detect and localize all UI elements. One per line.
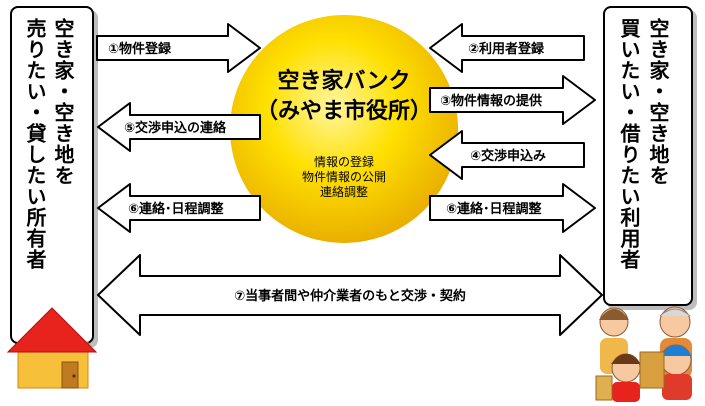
house-icon: [6, 307, 98, 389]
arrow-4-shape: [429, 130, 585, 180]
family-icon: [595, 306, 692, 402]
bank-desc-2: 物件情報の公開: [302, 170, 386, 184]
user-label-col1: 空き家・空き地を: [646, 18, 670, 186]
arrow-5-label: ⑤交渉申込の連絡: [124, 120, 227, 136]
arrow-7-label: ⑦当事者間や仲介業者のもと交渉・契約: [234, 288, 466, 304]
owner-label-col1: 空き家・空き地を: [51, 18, 75, 186]
arrow-6-left-label: ⑥連絡･日程調整: [128, 201, 225, 217]
arrow-4-label: ④交渉申込み: [470, 148, 546, 164]
arrow-6-left-shape: [97, 183, 261, 233]
arrow-3-label: ③物件情報の提供: [440, 93, 542, 109]
akiya-bank-circle: [230, 15, 458, 243]
arrow-1-label: ①物件登録: [108, 41, 172, 57]
arrow-6-right-shape: [429, 183, 596, 233]
bank-title: 空き家バンク: [277, 68, 410, 94]
owner-box: [10, 6, 94, 344]
user-label-col2: 買いたい・借りたい利用者: [617, 18, 641, 270]
arrow-2-shape: [429, 23, 585, 73]
arrow-2-label: ②利用者登録: [468, 41, 545, 57]
arrow-5-shape: [97, 102, 261, 152]
arrow-1-shape: [96, 23, 261, 73]
user-box: [603, 6, 693, 306]
bank-desc-1: 情報の登録: [314, 154, 374, 169]
bank-subtitle: （みやま市役所）: [256, 98, 432, 124]
arrow-3-shape: [429, 75, 596, 125]
arrow-6-right-label: ⑥連絡･日程調整: [446, 201, 543, 217]
owner-label-col2: 売りたい・貸したい所有者: [23, 18, 47, 270]
arrow-7-shape: [97, 254, 603, 336]
bank-desc-3: 連絡調整: [320, 184, 368, 199]
